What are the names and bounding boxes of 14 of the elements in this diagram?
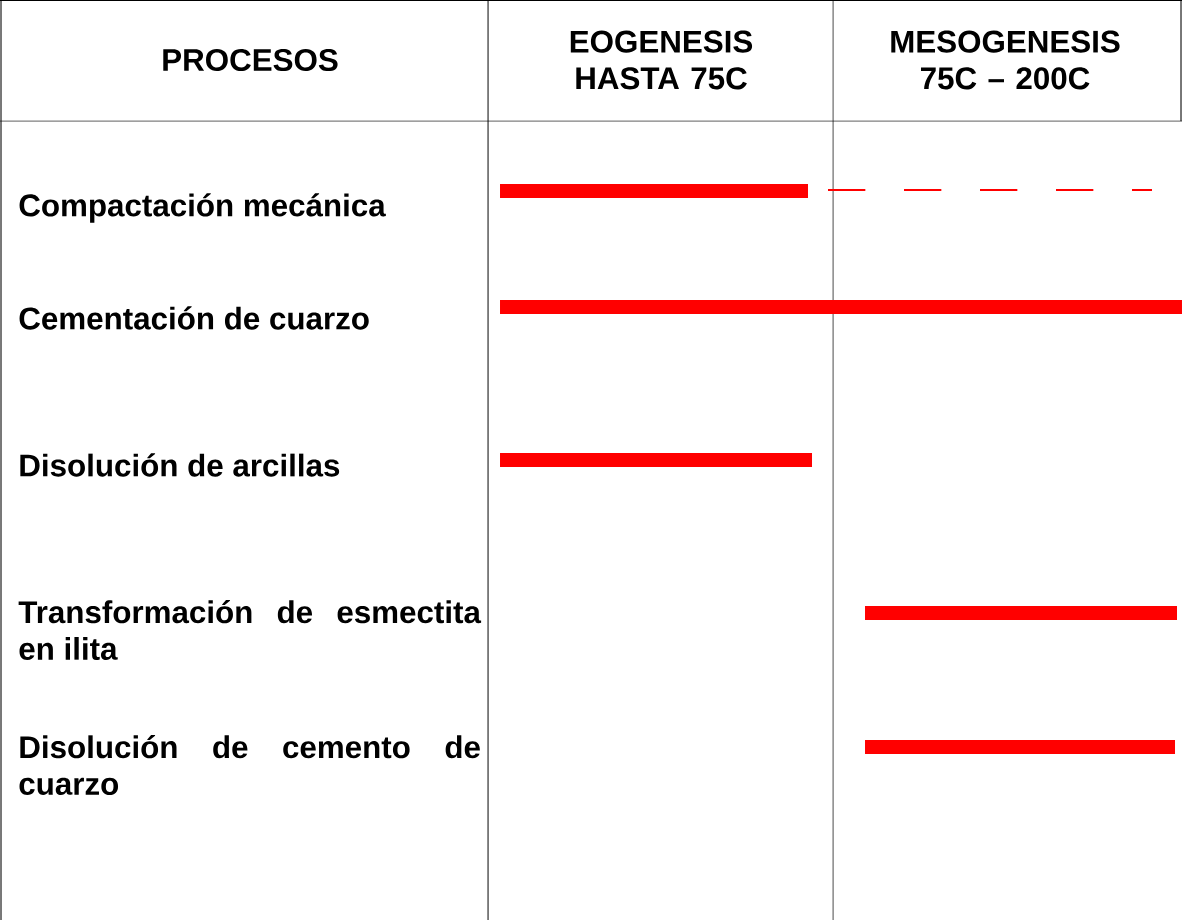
- range-bar: [500, 453, 812, 467]
- range-bar: [865, 740, 1175, 754]
- process-label: Cementación de cuarzo: [19, 306, 369, 330]
- column-header: PROCESOS: [163, 48, 338, 72]
- process-label: Disolución de cemento de cuarzo: [19, 735, 480, 795]
- range-bar: [500, 184, 808, 198]
- column-header: MESOGENESIS 75C – 200C: [891, 30, 1120, 90]
- process-label: Transformación de esmectita en ilita: [18, 600, 482, 660]
- dashed-range-line: [827, 189, 1153, 191]
- process-label: Disolución de arcillas: [20, 453, 340, 477]
- range-bar: [865, 606, 1177, 620]
- column-header: EOGENESIS HASTA 75C: [570, 30, 753, 90]
- range-bar: [500, 300, 1182, 314]
- process-label: Compactación mecánica: [19, 193, 386, 223]
